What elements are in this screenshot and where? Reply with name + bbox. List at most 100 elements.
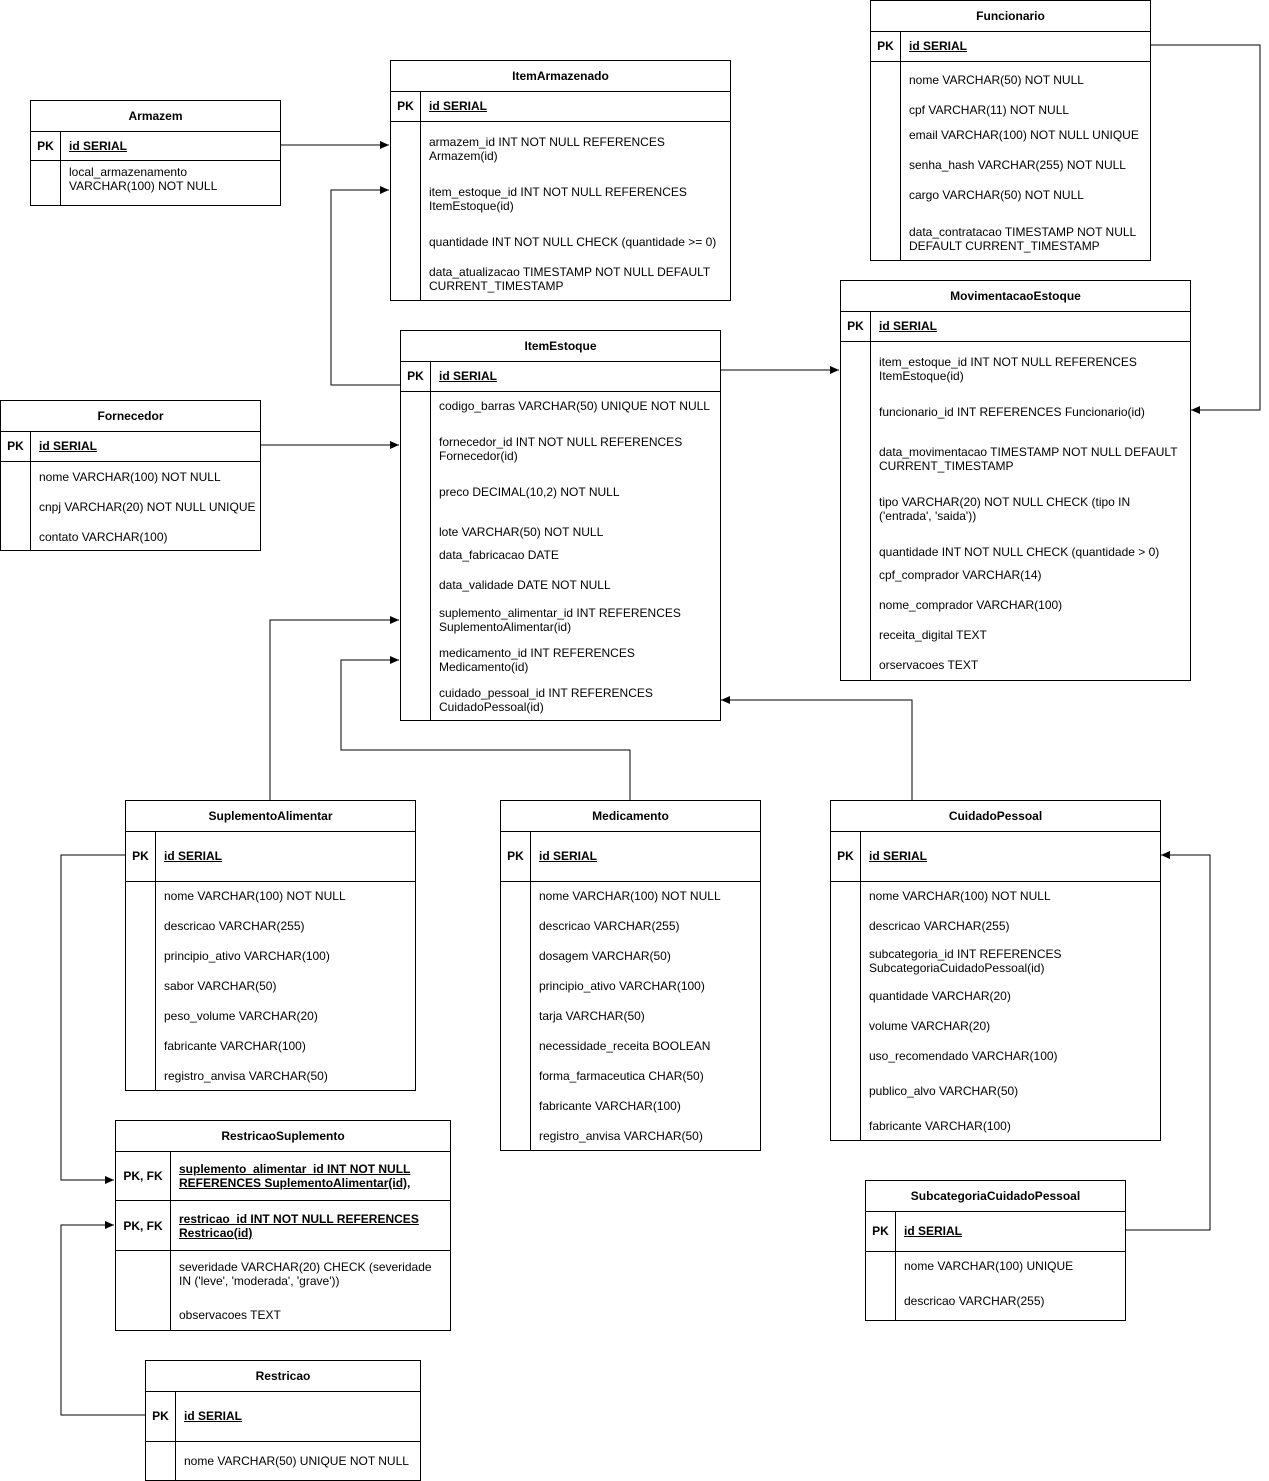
entity-title: Armazem [31,101,280,132]
attribute: nome VARCHAR(100) NOT NULL [39,470,221,484]
pk-label: PK [866,1211,896,1251]
edge-medicamento-itemestoque [340,656,631,800]
pk-label: PK [1,431,31,461]
entity-title: ItemArmazenado [391,61,730,92]
attribute: cpf_comprador VARCHAR(14) [879,568,1042,582]
attribute: volume VARCHAR(20) [869,1019,991,1033]
attribute: descricao VARCHAR(255) [869,919,1010,933]
attribute: fornecedor_id INT NOT NULL REFERENCES Fo… [439,435,683,463]
attribute: sabor VARCHAR(50) [164,979,277,993]
pk-label: PK [401,361,431,391]
attribute: registro_anvisa VARCHAR(50) [539,1129,703,1143]
attribute: funcionario_id INT REFERENCES Funcionari… [879,405,1145,419]
attribute: cnpj VARCHAR(20) NOT NULL UNIQUE [39,500,256,514]
attribute: data_atualizacao TIMESTAMP NOT NULL DEFA… [429,265,711,293]
attribute: uso_recomendado VARCHAR(100) [869,1049,1058,1063]
attribute: data_fabricacao DATE [439,548,559,562]
attribute: senha_hash VARCHAR(255) NOT NULL [909,158,1126,172]
entity-itemarmazenado[interactable]: ItemArmazenado PK id SERIAL armazem_id I… [390,60,731,301]
pk-field: restricao_id INT NOT NULL REFERENCES Res… [179,1211,419,1240]
attribute: nome VARCHAR(100) NOT NULL [539,889,721,903]
entity-title: MovimentacaoEstoque [841,281,1190,312]
attribute: local_armazenamento VARCHAR(100) NOT NUL… [69,165,218,193]
pk-label: PK [126,831,156,881]
pk-label: PK [871,31,901,61]
entity-title: ItemEstoque [401,331,720,362]
pk-label: PK [31,131,61,160]
attribute: lote VARCHAR(50) NOT NULL [439,525,604,539]
pk-field: id SERIAL [879,319,938,333]
attribute: registro_anvisa VARCHAR(50) [164,1069,328,1083]
pk-fk-label: PK, FK [116,1201,171,1250]
attribute: nome VARCHAR(100) UNIQUE [904,1259,1074,1273]
pk-label: PK [146,1391,176,1441]
pk-label: PK [501,831,531,881]
entity-restricaosuplemento[interactable]: RestricaoSuplemento PK, FK suplemento_al… [115,1120,451,1331]
edge-suplemento-itemestoque [269,616,399,800]
entity-subcategoriacuidadopessoal[interactable]: SubcategoriaCuidadoPessoal PK id SERIAL … [865,1180,1126,1321]
attribute: nome VARCHAR(100) NOT NULL [164,889,346,903]
entity-fornecedor[interactable]: Fornecedor PK id SERIAL nome VARCHAR(100… [0,400,261,551]
attribute: severidade VARCHAR(20) CHECK (severidade… [179,1260,432,1288]
edge-restricao-restricaosuplemento [60,1221,145,1416]
attribute: descricao VARCHAR(255) [164,919,305,933]
attribute: medicamento_id INT REFERENCES Medicament… [439,646,635,674]
attribute: cuidado_pessoal_id INT REFERENCES Cuidad… [439,686,653,714]
attribute: dosagem VARCHAR(50) [539,949,671,963]
entity-suplementoalimentar[interactable]: SuplementoAlimentar PK id SERIAL nome VA… [125,800,416,1091]
attribute: email VARCHAR(100) NOT NULL UNIQUE [909,128,1139,142]
edge-funcionario-movimentacao [1150,44,1261,414]
entity-cuidadopessoal[interactable]: CuidadoPessoal PK id SERIAL nome VARCHAR… [830,800,1161,1141]
entity-title: SubcategoriaCuidadoPessoal [866,1181,1125,1212]
attribute: fabricante VARCHAR(100) [164,1039,306,1053]
edge-cuidado-itemestoque [721,696,913,800]
entity-title: RestricaoSuplemento [116,1121,450,1152]
attribute: tipo VARCHAR(20) NOT NULL CHECK (tipo IN… [879,495,1131,523]
attribute: necessidade_receita BOOLEAN [539,1039,711,1053]
attribute: peso_volume VARCHAR(20) [164,1009,318,1023]
attribute: cpf VARCHAR(11) NOT NULL [909,103,1070,117]
attribute: quantidade INT NOT NULL CHECK (quantidad… [429,235,717,249]
entity-title: CuidadoPessoal [831,801,1160,832]
attribute: preco DECIMAL(10,2) NOT NULL [439,485,620,499]
attribute: nome VARCHAR(50) UNIQUE NOT NULL [184,1454,409,1468]
pk-field: id SERIAL [439,369,498,383]
entity-movimentacaoestoque[interactable]: MovimentacaoEstoque PK id SERIAL item_es… [840,280,1191,681]
pk-label: PK [831,831,861,881]
attribute: fabricante VARCHAR(100) [869,1119,1011,1133]
attribute: contato VARCHAR(100) [39,530,168,544]
entity-title: Funcionario [871,1,1150,32]
attribute: item_estoque_id INT NOT NULL REFERENCES … [429,185,687,213]
attribute: nome VARCHAR(50) NOT NULL [909,73,1084,87]
attribute: subcategoria_id INT REFERENCES Subcatego… [869,947,1062,975]
entity-armazem[interactable]: Armazem PK id SERIAL local_armazenamento… [30,100,281,206]
entity-medicamento[interactable]: Medicamento PK id SERIAL nome VARCHAR(10… [500,800,761,1151]
attribute: data_validade DATE NOT NULL [439,578,611,592]
pk-field: id SERIAL [184,1409,243,1423]
attribute: data_contratacao TIMESTAMP NOT NULL DEFA… [909,225,1136,253]
pk-field: id SERIAL [39,439,98,453]
pk-field: suplemento_alimentar_id INT NOT NULL REF… [179,1161,411,1190]
entity-itemestoque[interactable]: ItemEstoque PK id SERIAL codigo_barras V… [400,330,721,721]
attribute: suplemento_alimentar_id INT REFERENCES S… [439,606,681,634]
entity-funcionario[interactable]: Funcionario PK id SERIAL nome VARCHAR(50… [870,0,1151,261]
entity-title: SuplementoAlimentar [126,801,415,832]
attribute: quantidade INT NOT NULL CHECK (quantidad… [879,545,1160,559]
attribute: nome_comprador VARCHAR(100) [879,598,1063,612]
attribute: principio_ativo VARCHAR(100) [164,949,330,963]
attribute: forma_farmaceutica CHAR(50) [539,1069,704,1083]
pk-label: PK [841,311,871,341]
entity-restricao[interactable]: Restricao PK id SERIAL nome VARCHAR(50) … [145,1360,421,1481]
edge-suplemento-restricaosuplemento [60,854,125,1184]
pk-field: id SERIAL [904,1224,963,1238]
attribute: receita_digital TEXT [879,628,987,642]
pk-field: id SERIAL [69,138,128,153]
attribute: nome VARCHAR(100) NOT NULL [869,889,1051,903]
attribute: observacoes TEXT [179,1308,281,1322]
pk-field: id SERIAL [429,99,488,113]
pk-field: id SERIAL [909,39,968,53]
attribute: principio_ativo VARCHAR(100) [539,979,705,993]
attribute: codigo_barras VARCHAR(50) UNIQUE NOT NUL… [439,399,710,413]
attribute: item_estoque_id INT NOT NULL REFERENCES … [879,355,1137,383]
attribute: descricao VARCHAR(255) [904,1294,1045,1308]
